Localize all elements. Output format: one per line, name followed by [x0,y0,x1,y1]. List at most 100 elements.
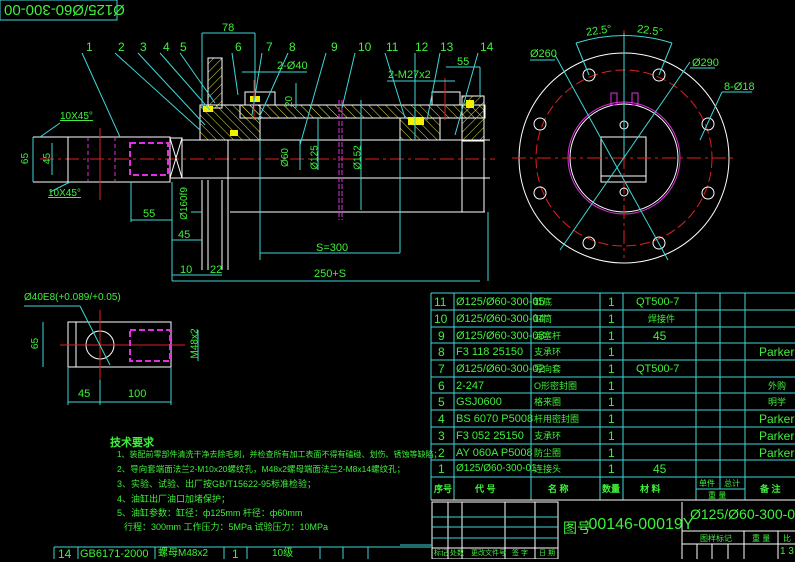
balloon-12: 12 [415,40,429,54]
balloon-10: 10 [358,40,372,54]
bom-row-8-note: Parker [759,345,795,359]
bom-row-8-code: F3 118 25150 [456,346,524,358]
bom-row-1-material: 45 [653,462,667,476]
balloon-14: 14 [480,40,494,54]
dim-d60: Ø60 [279,148,291,167]
bom-row-6-code: 2-247 [456,380,485,392]
drawing-number-colon: : [584,516,589,533]
dim-d260: Ø260 [530,48,557,60]
bom-row-10-no: 10 [434,312,448,326]
bom-row-9-code: Ø125/Ø60-300-03 [456,330,545,342]
dim-2-m27x2: 2-M27x2 [388,69,431,81]
bom-row-3-code: F3 052 25150 [456,430,524,442]
drawing-number-label: 图号 [563,520,591,536]
bom-header-code: 代 号 [475,484,496,494]
bom-row-5-qty: 1 [608,395,615,409]
balloon-3: 3 [140,40,147,54]
dim-45-rod: 45 [42,152,54,165]
dim-45-detail: 45 [78,388,91,400]
dim-78: 78 [222,22,235,34]
main-section-view [32,32,495,282]
dim-2-d40: 2-Ø40 [277,60,308,72]
bom-row-8-name: 支承环 [534,347,562,357]
bom-row-7-material: QT500-7 [636,363,680,375]
bom-row-5-no: 5 [438,395,445,409]
bom-row-10-code: Ø125/Ø60-300-04 [456,313,545,325]
balloon-8: 8 [289,40,296,54]
bom-row-7-name: 导向套 [534,364,562,374]
mirrored-drawing-title: Ø125/Ø60-300-00 [4,1,125,18]
bom-row-11-name: 缸底 [534,297,553,307]
balloon-13: 13 [440,40,454,54]
bom-row-14-name: 螺母M48x2 [158,548,209,559]
bom-row-11-code: Ø125/Ø60-300-05 [456,296,545,308]
dim-22: 22 [210,264,223,276]
tb-weight-label: 重 量 [752,534,771,543]
mirrored-title-box [0,0,118,21]
drawing-name: Ø125/Ø60-300-00 [690,506,795,522]
bom-row-7-qty: 1 [608,362,615,376]
tb-label-date: 日 期 [539,550,555,557]
bom-row-4-note: Parker [759,412,795,426]
bom-row-9-material: 45 [653,329,667,343]
tech-requirement-5: 5、油缸参数：缸径：ф125mm 杆径：ф60mm [117,508,303,518]
bom-row-5-code: GSJ0600 [456,396,502,408]
bom-header-material: 材 料 [640,484,661,494]
bom-row-4-qty: 1 [608,412,615,426]
dim-100-detail: 100 [128,388,147,400]
bom-row-10-name: 缸筒 [534,314,553,324]
bom-row-3-qty: 1 [608,429,615,443]
bom-row-4-name: 杆用密封圈 [534,414,580,424]
balloon-2: 2 [118,40,125,54]
tb-label-signature: 签 字 [512,550,528,557]
bom-row-11-qty: 1 [608,295,615,309]
bom-row-6-no: 6 [438,379,445,393]
bom-row-5-name: 格来圈 [534,397,562,407]
bom-table-grid [430,292,795,500]
drawing-number: :00146-00019Y [584,516,693,534]
dim-d152: Ø152 [352,145,364,170]
bom-row-2-code: AY 060A P5008 [456,447,533,459]
drawing-number-value: 00146-00019Y [588,516,694,533]
bom-row-3-note: Parker [759,429,795,443]
bom-header-weight: 重 量 [708,491,727,500]
tech-requirement-2: 2、导向套端面法兰2-M10x20螺纹孔，M48x2螺母端面法兰2-M8x14螺… [117,464,406,474]
bom-header-note: 备 注 [760,484,781,494]
dim-45-bottom: 45 [178,229,191,241]
dim-stroke: S=300 [316,242,349,254]
balloon-1: 1 [86,40,93,54]
dim-bore-d40e8: Ø40E8(+0.089/+0.05) [24,292,121,303]
balloon-6: 6 [235,40,242,54]
balloon-11: 11 [386,40,399,54]
bom-row-2-no: 2 [438,446,445,460]
bom-row-1-qty: 1 [608,462,615,476]
bom-row-6-note: 外购 [768,381,787,391]
bom-row-2-qty: 1 [608,446,615,460]
rod-end-detail-view [24,305,199,405]
bom-row-8-qty: 1 [608,345,615,359]
tb-sheet-number: 1 3 [780,546,794,557]
dim-d125: Ø125 [309,145,321,170]
bom-row-9-qty: 1 [608,329,615,343]
bom-row-7-code: Ø125/Ø60-300-02 [456,363,545,375]
bom-row-1-no: 1 [438,462,445,476]
bom-row-6-qty: 1 [608,379,615,393]
tb-label-change-doc: 更改文件号 [471,550,506,557]
balloon-4: 4 [163,40,170,54]
dim-total-length: 250+S [314,268,347,280]
tb-scale-label: 比 [783,534,791,543]
bom-row-2-name: 防尘圈 [534,448,562,458]
bom-row-9-no: 9 [438,329,445,343]
dim-m48x2: M48x2 [189,328,201,359]
bom-row-1-name: 连接头 [534,464,562,474]
bom-row-11-material: QT500-7 [636,296,680,308]
dim-55-top: 55 [457,56,470,68]
bom-row-7-no: 7 [438,362,445,376]
bom-header-name: 名 称 [548,484,569,494]
bom-row-11-no: 11 [434,295,447,309]
bom-row-14-code: GB6171-2000 [80,548,149,560]
bom-row-3-no: 3 [438,429,445,443]
bom-row-3-name: 支承环 [534,431,562,441]
title-block-grid [400,499,795,559]
